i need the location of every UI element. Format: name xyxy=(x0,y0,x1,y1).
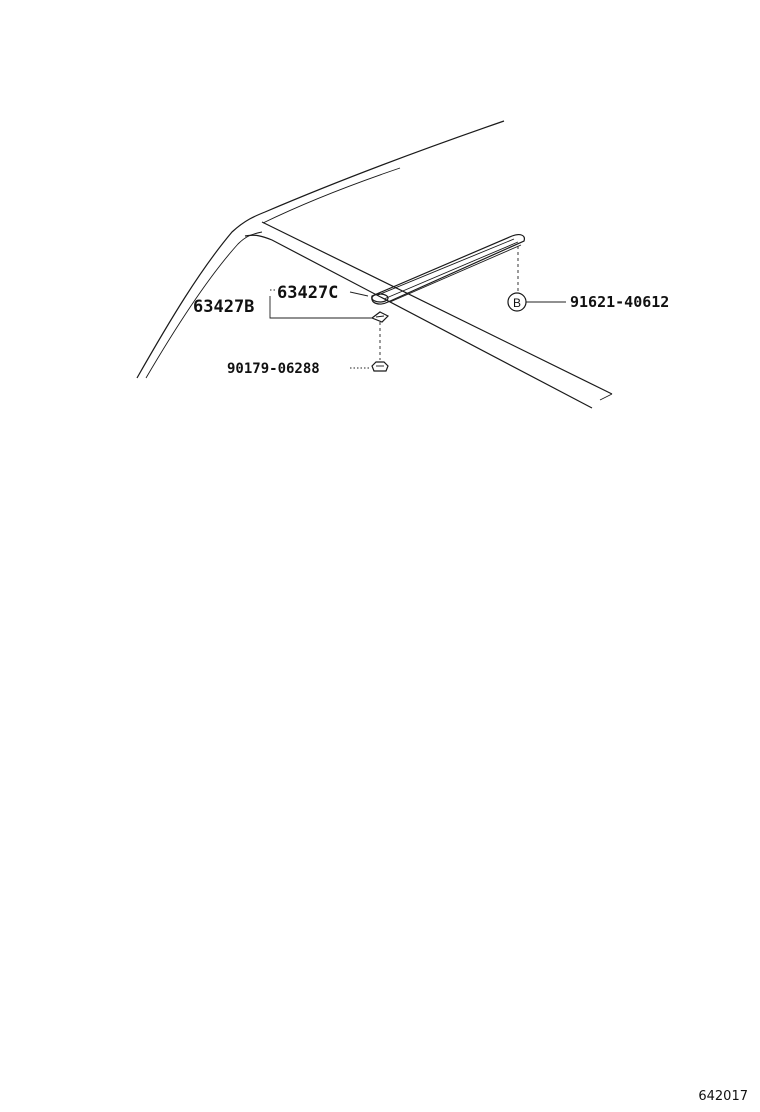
label-63427C: 63427C xyxy=(277,283,338,303)
roof-outline xyxy=(136,120,613,409)
roof-molding xyxy=(371,234,525,305)
clip-part xyxy=(370,311,390,323)
marker-b-circle: B xyxy=(507,292,527,312)
label-91621-40612: 91621-40612 xyxy=(570,293,669,311)
marker-b-label: B xyxy=(513,296,521,310)
leader-63427B xyxy=(269,296,372,319)
label-90179-06288: 90179-06288 xyxy=(227,361,320,377)
label-63427B: 63427B xyxy=(193,297,254,317)
diagram-reference-id: 642017 xyxy=(698,1089,748,1104)
leader-63427C xyxy=(349,291,369,297)
nut-part xyxy=(371,361,389,372)
